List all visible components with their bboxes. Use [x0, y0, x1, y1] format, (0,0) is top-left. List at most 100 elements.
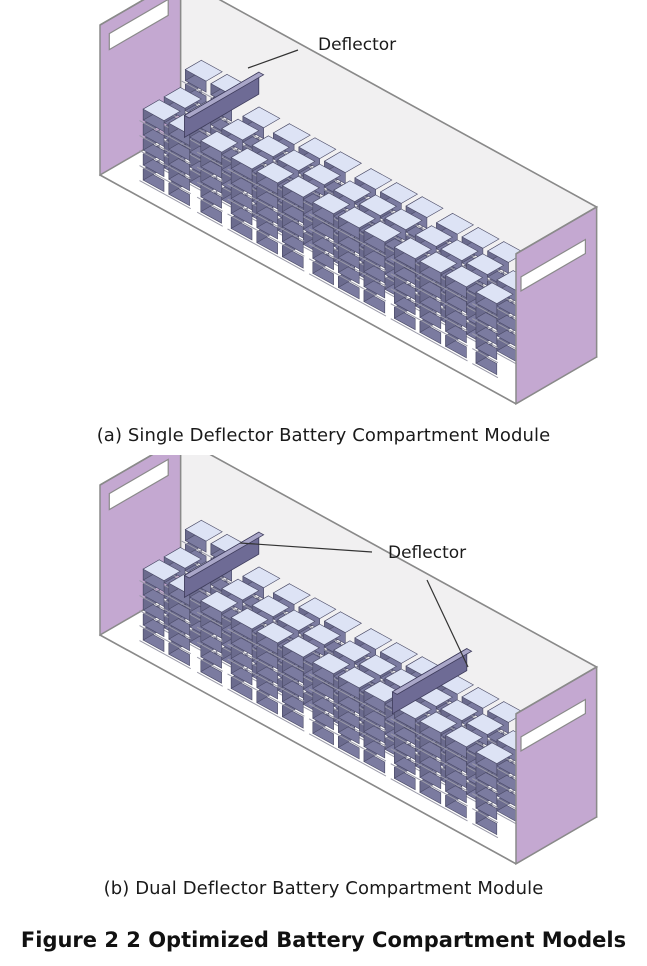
shelf-rail	[252, 657, 279, 673]
battery-cell-top	[221, 118, 260, 141]
shelf-rail	[360, 241, 387, 257]
shelf-rail	[334, 242, 361, 258]
battery-cell-top	[281, 175, 320, 198]
panel-single-deflector: Deflector	[0, 0, 647, 415]
shelf-rail	[360, 731, 387, 747]
shelf-rail	[181, 80, 208, 96]
shelf-rail	[441, 761, 468, 777]
battery-cell-top	[444, 725, 484, 748]
battery-cell-top	[333, 180, 372, 202]
shelf-rail	[334, 287, 361, 303]
frame-top-edge	[99, 0, 599, 255]
shelf-rail	[493, 350, 520, 366]
shelf-rail	[164, 149, 191, 165]
shelf-rail	[416, 732, 443, 748]
shelf-rail	[139, 165, 166, 181]
battery-cell-top	[323, 151, 363, 173]
shelf-rail	[472, 823, 499, 839]
shelf-rail	[308, 703, 335, 719]
vent-slot-left	[108, 0, 169, 51]
shelf-rail	[493, 795, 520, 811]
shelf-rail	[416, 792, 443, 808]
shelf-rail	[334, 227, 361, 243]
battery-cell-top	[281, 635, 320, 658]
shelf-rail	[181, 540, 208, 556]
frame-top-edge	[99, 455, 599, 715]
battery-cell-top	[379, 182, 419, 204]
shelf-rail	[334, 272, 361, 288]
shelf-rail	[227, 168, 254, 184]
battery-cell-top	[272, 123, 311, 145]
shelf-rail	[308, 213, 335, 229]
shelf-rail	[441, 286, 468, 302]
shelf-rail	[308, 258, 335, 274]
shelf-rail	[308, 688, 335, 704]
callout-label-deflector: Deflector	[318, 35, 396, 55]
shelf-rail	[139, 180, 166, 196]
shelf-rail	[416, 777, 443, 793]
shelf-rail	[334, 732, 361, 748]
shelf-rail	[390, 318, 417, 334]
shelf-rail	[334, 257, 361, 273]
shelf-rail	[164, 179, 191, 195]
shelf-rail	[441, 776, 468, 792]
shelf-rail	[196, 196, 223, 212]
figure-title: Figure 2 2 Optimized Battery Compartment…	[20, 928, 627, 952]
shelf-rail	[139, 150, 166, 166]
shelf-rail	[196, 166, 223, 182]
battery-cell-top	[354, 628, 393, 650]
battery-cell-top	[414, 225, 454, 247]
battery-cell-top	[475, 742, 514, 764]
shelf-rail	[227, 688, 254, 704]
shelf-rail	[308, 228, 335, 244]
caption-b: (b) Dual Deflector Battery Compartment M…	[103, 878, 544, 899]
battery-cell-top	[379, 642, 419, 664]
shelf-rail	[308, 733, 335, 749]
shelf-rail	[472, 793, 499, 809]
caption-a: (a) Single Deflector Battery Compartment…	[96, 425, 551, 446]
vent-slot-right	[520, 698, 587, 752]
frame-bottom-edge	[99, 174, 517, 405]
shelf-rail	[308, 673, 335, 689]
shelf-rail	[278, 226, 305, 242]
shelf-rail	[164, 594, 191, 610]
battery-cell-top	[298, 137, 337, 159]
shelf-rail	[278, 256, 305, 272]
callout-leader-1	[239, 542, 373, 553]
battery-cell-top	[419, 711, 458, 734]
shelf-rail	[390, 763, 417, 779]
shelf-rail	[139, 610, 166, 626]
vent-slot-right	[520, 238, 587, 292]
compartment-diagram-b: Deflector	[98, 455, 599, 866]
shelf-rail	[390, 303, 417, 319]
shelf-rail	[196, 641, 223, 657]
shelf-rail	[278, 211, 305, 227]
shelf-rail	[390, 273, 417, 289]
battery-cell-top	[465, 253, 505, 275]
shelf-rail	[139, 580, 166, 596]
battery-cell-top	[184, 519, 223, 542]
battery-cell-top	[302, 623, 342, 646]
shelf-rail	[139, 135, 166, 151]
shelf-rail	[472, 348, 499, 364]
deflector-2-top	[391, 648, 473, 695]
shelf-rail	[390, 778, 417, 794]
battery-cell-top	[163, 87, 202, 109]
shelf-rail	[472, 303, 499, 319]
shelf-rail	[227, 643, 254, 659]
battery-cell-top	[242, 566, 281, 589]
shelf-rail	[252, 687, 279, 703]
shelf-rail	[360, 301, 387, 317]
shelf-rail	[390, 288, 417, 304]
battery-cell-top	[200, 591, 239, 613]
battery-cell-top	[358, 194, 398, 217]
shelf-rail	[334, 687, 361, 703]
shelf-rail	[252, 227, 279, 243]
battery-cell-top	[302, 163, 342, 186]
battery-cell-top	[242, 106, 281, 129]
shelf-rail	[441, 301, 468, 317]
shelf-rail	[196, 211, 223, 227]
shelf-rail	[196, 611, 223, 627]
shelf-rail	[139, 595, 166, 611]
shelf-rail	[252, 212, 279, 228]
